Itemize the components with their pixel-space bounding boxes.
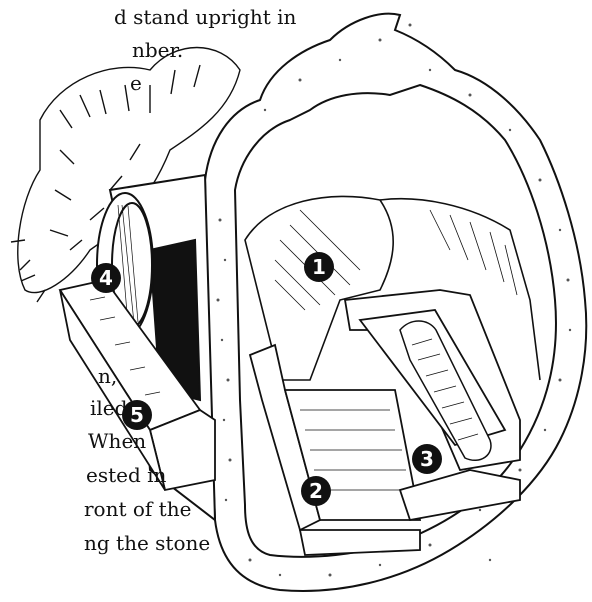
body-text-line-7: ested in bbox=[86, 462, 166, 488]
callout-marker-3: 3 bbox=[412, 444, 442, 474]
callout-marker-4: 4 bbox=[91, 263, 121, 293]
body-text-line-3: e bbox=[130, 70, 142, 96]
body-text-line-2: nber. bbox=[132, 37, 183, 63]
callout-marker-2: 2 bbox=[301, 476, 331, 506]
callout-marker-5: 5 bbox=[122, 400, 152, 430]
body-text-line-4: n, bbox=[98, 363, 117, 389]
body-text-line-8: ront of the bbox=[84, 496, 191, 522]
body-text-line-1: d stand upright in bbox=[114, 4, 296, 30]
body-text-line-9: ng the stone bbox=[84, 530, 210, 556]
callout-marker-1: 1 bbox=[304, 252, 334, 282]
body-text-line-6: When bbox=[88, 428, 146, 454]
